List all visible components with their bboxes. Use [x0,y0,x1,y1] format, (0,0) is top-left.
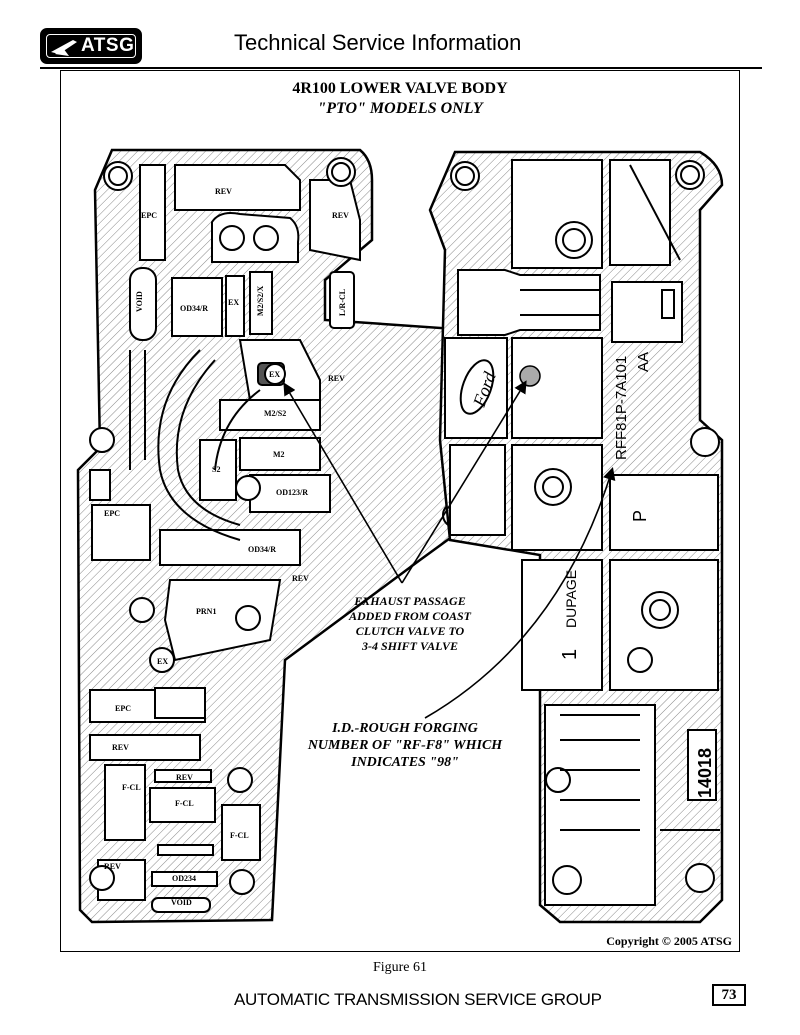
label-rev-4: REV [292,574,309,583]
label-lrcl: L/R-CL [338,289,347,316]
label-void-1: VOID [135,291,144,312]
label-m2s2x: M2/S2/X [256,286,265,316]
figure-subtitle: "PTO" MODELS ONLY [317,100,483,117]
page-header-title: Technical Service Information [234,30,522,55]
label-s2: S2 [212,465,220,474]
label-p: P [630,510,650,522]
label-rev-3: REV [328,374,345,383]
label-fcl-1: F-CL [122,783,141,792]
atsg-logo: ATSG [40,28,142,64]
right-valve-body [428,150,724,924]
label-od234: OD234 [172,874,196,883]
page-number: 73 [712,984,746,1006]
label-rev-7: REV [104,862,121,871]
logo-text: ATSG [81,35,135,56]
label-rev-2: REV [332,211,349,220]
left-labels: REV EPC REV VOID OD34/R EX M2/S2/X L/R-C… [104,187,349,907]
label-ex-2: EX [269,370,280,379]
label-rev-top: REV [215,187,232,196]
label-ex-1: EX [228,298,239,307]
label-rev-5: REV [112,743,129,752]
label-void-2: VOID [171,898,192,907]
part-number: 14018 [695,748,715,798]
header-rule [40,67,762,69]
label-rev-6: REV [176,773,193,782]
exhaust-note: EXHAUST PASSAGE ADDED FROM COAST CLUTCH … [348,594,472,653]
footer-company: AUTOMATIC TRANSMISSION SERVICE GROUP [234,990,602,1009]
label-fcl-3: F-CL [230,831,249,840]
label-epc-2: EPC [104,509,120,518]
label-epc-3: EPC [115,704,131,713]
label-prn1: PRN1 [196,607,216,616]
label-ex-3: EX [157,657,168,666]
label-dupage: DUPAGE [563,570,579,628]
label-fcl-2: F-CL [175,799,194,808]
label-one: 1 [559,649,581,660]
figure-frame [60,70,740,952]
figure-title: 4R100 LOWER VALVE BODY [292,80,508,97]
figure-caption: Figure 61 [372,960,428,975]
casting-number: RFF81P-7A101 [613,356,630,460]
forging-note: I.D.-ROUGH FORGING NUMBER OF "RF-F8" WHI… [307,721,503,770]
left-valve-body [76,148,477,924]
label-epc-1: EPC [141,211,157,220]
callout-lines [283,380,616,719]
label-od34r-2: OD34/R [248,545,276,554]
label-od34r-1: OD34/R [180,304,208,313]
label-m2s2: M2/S2 [264,409,286,418]
label-m2: M2 [273,450,285,459]
copyright: Copyright © 2005 ATSG [606,934,732,948]
jet-icon [51,40,77,56]
casting-rev: AA [635,352,652,372]
label-od123r: OD123/R [276,488,308,497]
